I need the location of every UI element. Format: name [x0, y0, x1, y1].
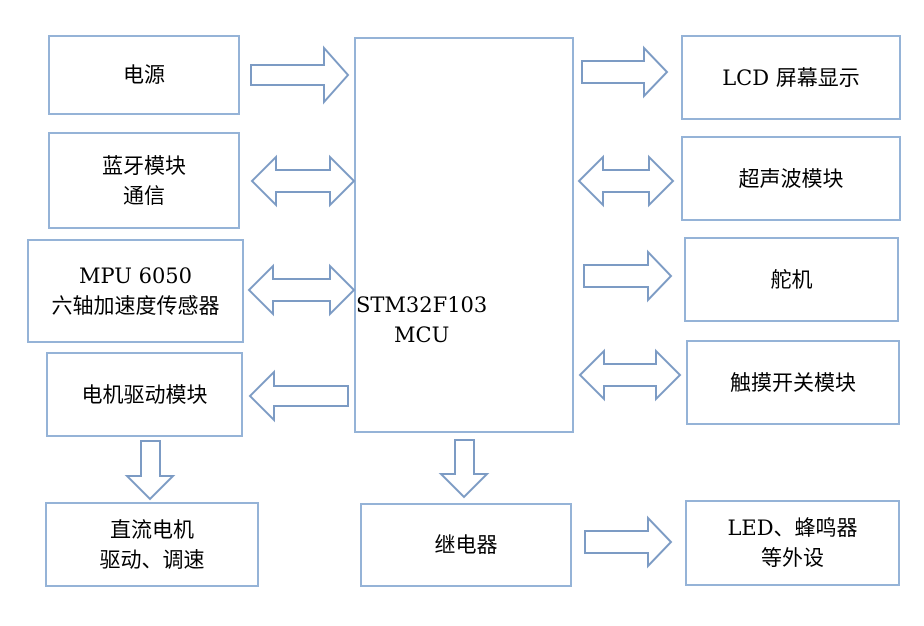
- node-mcu-label-2: MCU: [394, 323, 450, 347]
- edge-bluetooth-mcu: [250, 154, 356, 208]
- edge-power-mcu: [250, 45, 350, 105]
- edge-mcu-servo: [583, 249, 673, 303]
- node-touch-label: 触摸开关模块: [730, 370, 856, 395]
- node-touch: 触摸开关模块: [686, 340, 900, 425]
- edge-mpu-mcu: [247, 263, 356, 317]
- node-ultrasonic-label: 超声波模块: [738, 166, 844, 191]
- edge-mcu-motor-driver: [248, 369, 349, 423]
- node-dc-motor-label-2: 驱动、调速: [99, 547, 205, 572]
- node-led: LED、蜂鸣器 等外设: [685, 500, 900, 586]
- edge-relay-led: [584, 515, 673, 569]
- node-dc-motor: 直流电机 驱动、调速: [45, 502, 259, 587]
- node-power-label: 电源: [123, 63, 165, 87]
- node-servo-label: 舵机: [770, 267, 813, 292]
- node-bluetooth-label-2: 通信: [123, 183, 165, 208]
- edge-motor-driver-dc-motor: [124, 440, 176, 501]
- node-mpu-label-1: MPU 6050: [78, 264, 193, 288]
- node-power: 电源: [48, 35, 240, 115]
- edge-mcu-touch: [578, 348, 682, 402]
- node-mcu-label-1: STM32F103: [356, 293, 488, 317]
- node-mcu: STM32F103 MCU: [354, 37, 574, 433]
- node-led-label-2: 等外设: [761, 546, 824, 570]
- node-lcd-label: LCD 屏幕显示: [722, 65, 860, 90]
- node-mpu-label-2: 六轴加速度传感器: [51, 294, 220, 318]
- node-mpu: MPU 6050 六轴加速度传感器: [27, 239, 244, 343]
- node-motor-driver-label: 电机驱动模块: [81, 382, 208, 407]
- node-motor-driver: 电机驱动模块: [46, 352, 243, 437]
- edge-mcu-ultrasonic: [577, 154, 675, 208]
- node-bluetooth: 蓝牙模块 通信: [48, 132, 240, 229]
- node-servo: 舵机: [684, 237, 899, 322]
- node-relay-label: 继电器: [434, 533, 498, 557]
- node-relay: 继电器: [360, 503, 572, 587]
- node-ultrasonic: 超声波模块: [681, 136, 901, 221]
- edge-mcu-relay: [438, 439, 490, 499]
- node-dc-motor-label-1: 直流电机: [110, 517, 194, 542]
- edge-mcu-lcd: [581, 45, 669, 99]
- node-led-label-1: LED、蜂鸣器: [727, 516, 858, 540]
- node-bluetooth-label-1: 蓝牙模块: [102, 153, 186, 178]
- node-lcd: LCD 屏幕显示: [681, 35, 901, 120]
